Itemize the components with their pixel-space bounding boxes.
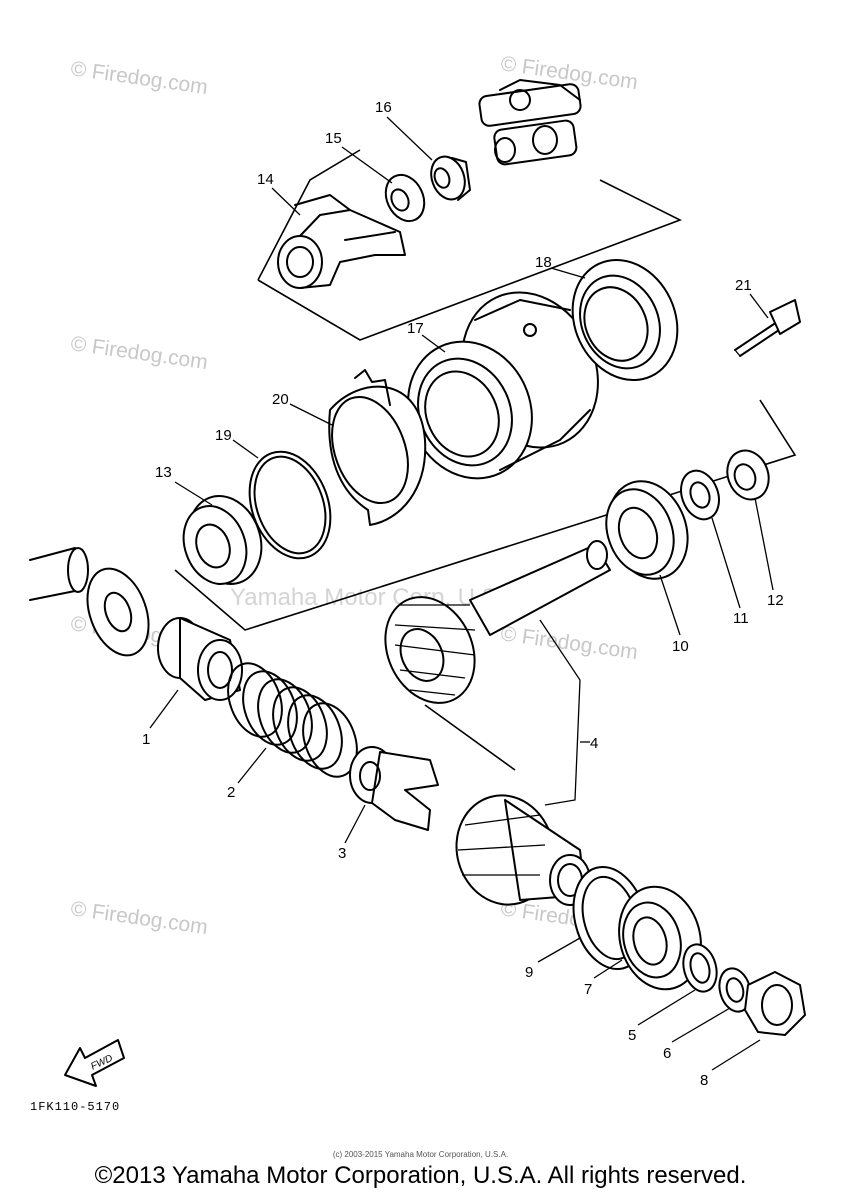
callout-17: 17 xyxy=(407,320,424,337)
middle-group-boundary xyxy=(174,399,797,631)
callout-13: 13 xyxy=(155,464,172,481)
pinion-gear-part-4 xyxy=(384,540,611,704)
bolt-part-21 xyxy=(734,299,801,357)
lock-washer-part-6 xyxy=(718,967,752,1013)
callout-4: 4 xyxy=(590,735,598,752)
callout-16: 16 xyxy=(375,99,392,116)
drawing-code: 1FK110-5170 xyxy=(30,1100,120,1114)
watermark-text: © Firedog.com xyxy=(69,57,209,99)
callout-18: 18 xyxy=(535,254,552,271)
group-boundaries xyxy=(174,149,797,771)
seal-part-18 xyxy=(571,258,679,382)
callout-19: 19 xyxy=(215,427,232,444)
housing-part-17 xyxy=(407,291,599,480)
shaft-end xyxy=(29,547,150,657)
watermark-text: © Firedog.com xyxy=(69,897,209,939)
leader-line-4 xyxy=(539,619,581,806)
callout-21: 21 xyxy=(735,277,752,294)
bearing-part-13 xyxy=(182,495,263,585)
upper-group-boundary xyxy=(257,149,361,281)
collar-part-12 xyxy=(726,449,770,501)
callout-14: 14 xyxy=(257,171,274,188)
spring-part-2 xyxy=(227,662,358,778)
bearing-part-7 xyxy=(618,885,702,991)
watermark-text: © Firedog.com xyxy=(499,622,639,664)
bearing-part-10 xyxy=(605,480,689,580)
shim-part-20 xyxy=(328,369,427,526)
callout-10: 10 xyxy=(672,638,689,655)
small-copyright-line: (c) 2003-2015 Yamaha Motor Corporation, … xyxy=(332,1150,509,1159)
fork-part-3 xyxy=(349,746,439,831)
washer-part-5 xyxy=(682,943,718,993)
nut-part-16 xyxy=(430,155,471,201)
callout-2: 2 xyxy=(227,784,235,801)
lower-group-boundary xyxy=(424,704,516,771)
washer-part-11 xyxy=(680,469,720,521)
universal-joint xyxy=(478,79,582,166)
upper-group-boundary xyxy=(257,179,682,341)
callout-7: 7 xyxy=(584,981,592,998)
callout-1: 1 xyxy=(142,731,150,748)
watermark-text: © Firedog.com xyxy=(69,332,209,374)
callout-8: 8 xyxy=(700,1072,708,1089)
callout-15: 15 xyxy=(325,130,342,147)
callout-5: 5 xyxy=(628,1027,636,1044)
yoke-part-14 xyxy=(277,194,406,289)
collar-part-1 xyxy=(157,617,243,701)
copyright-footer: ©2013 Yamaha Motor Corporation, U.S.A. A… xyxy=(94,1162,747,1189)
callout-12: 12 xyxy=(767,592,784,609)
callout-9: 9 xyxy=(525,964,533,981)
callout-6: 6 xyxy=(663,1045,671,1062)
forward-direction-arrow: FWD xyxy=(64,1039,125,1087)
callout-20: 20 xyxy=(272,391,289,408)
washer-part-15 xyxy=(384,173,426,223)
callout-numbers: 1 2 3 4 5 6 7 8 9 10 11 12 13 14 15 16 1… xyxy=(142,99,784,1089)
ring-gear-part-4 xyxy=(455,794,591,906)
callout-leaders xyxy=(149,116,774,1071)
callout-11: 11 xyxy=(733,610,749,627)
callout-3: 3 xyxy=(338,845,346,862)
nut-part-8 xyxy=(744,971,806,1036)
